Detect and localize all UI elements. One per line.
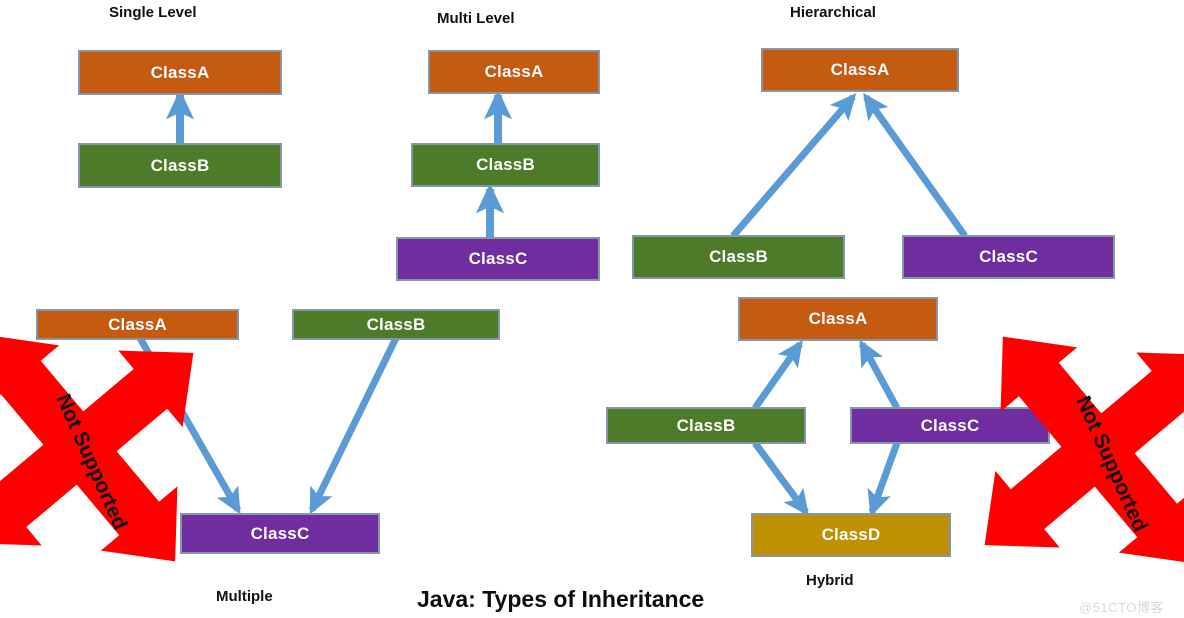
box-hyb-classa[interactable]: ClassA (738, 297, 938, 341)
box-hyb-classd[interactable]: ClassD (751, 513, 951, 557)
caption-multiple: Multiple (216, 588, 273, 605)
edge-hyb-c-to-a (858, 339, 901, 410)
box-hyb-classc[interactable]: ClassC (850, 407, 1050, 444)
not-supported-label-multiple: Not Supported (51, 391, 131, 534)
caption-hybrid: Hybrid (806, 572, 854, 589)
not-supported-label-hybrid: Not Supported (1071, 393, 1151, 536)
box-single-classa[interactable]: ClassA (78, 50, 282, 95)
box-hier-classb[interactable]: ClassB (632, 235, 845, 279)
edge-hier-b-to-a (730, 93, 857, 239)
not-supported-icon-multiple (0, 334, 194, 562)
edge-hier-c-to-a (863, 92, 968, 239)
caption-single-level: Single Level (109, 4, 197, 21)
box-multi-classb[interactable]: ClassB (411, 143, 600, 187)
edge-mult-b-to-c (308, 336, 400, 515)
edge-hyb-b-to-a (752, 339, 803, 411)
box-multi-classc[interactable]: ClassC (396, 237, 600, 281)
box-mult-classb[interactable]: ClassB (292, 309, 500, 340)
box-mult-classc[interactable]: ClassC (180, 513, 380, 554)
box-hyb-classb[interactable]: ClassB (606, 407, 806, 444)
page-title: Java: Types of Inheritance (417, 586, 705, 612)
edge-mult-a-to-c (136, 336, 242, 515)
caption-hierarchical: Hierarchical (790, 4, 876, 21)
edge-hyb-b-to-d (752, 440, 809, 517)
edge-hyb-c-to-d (867, 441, 901, 517)
box-mult-classa[interactable]: ClassA (36, 309, 239, 340)
box-hier-classa[interactable]: ClassA (761, 48, 959, 92)
caption-multi-level: Multi Level (437, 10, 515, 27)
box-multi-classa[interactable]: ClassA (428, 50, 600, 94)
watermark: @51CTO博客 (1079, 600, 1164, 615)
box-hier-classc[interactable]: ClassC (902, 235, 1115, 279)
box-single-classb[interactable]: ClassB (78, 143, 282, 188)
